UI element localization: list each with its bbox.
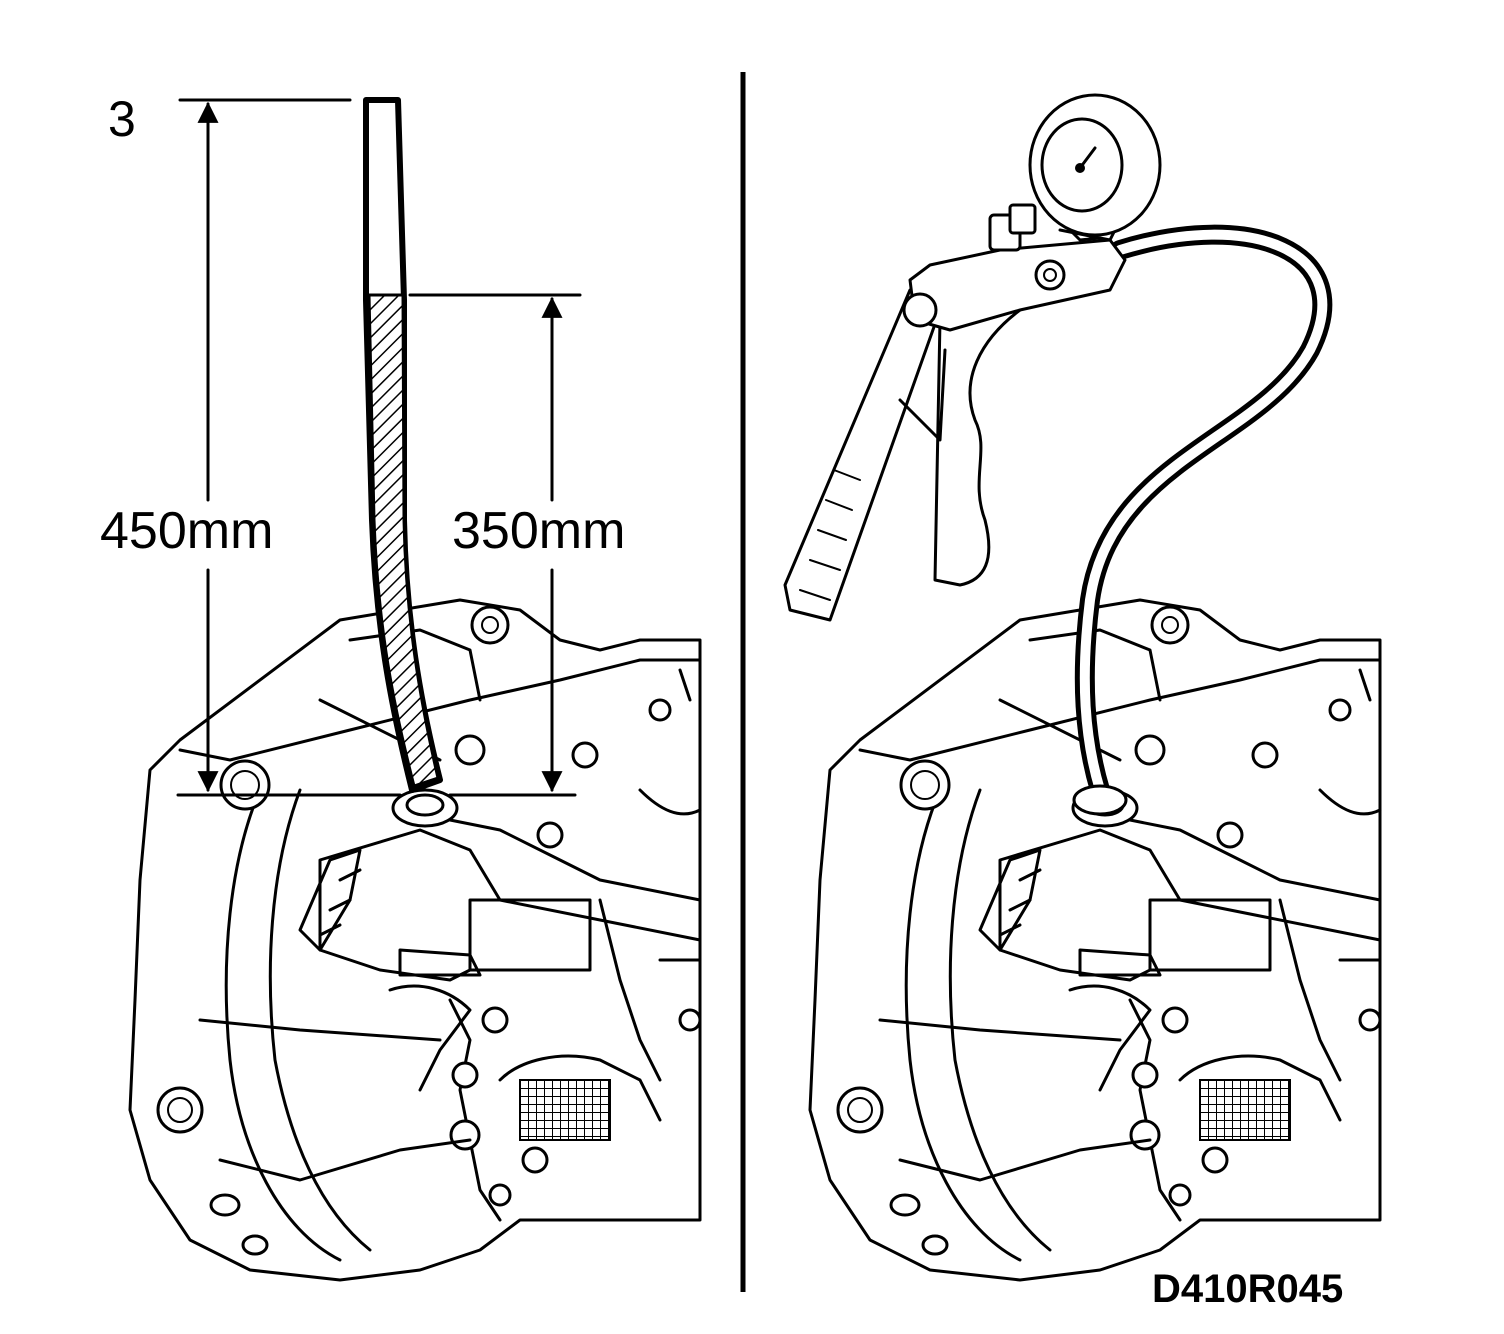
figure-code: D410R045: [1152, 1267, 1343, 1311]
dimension-total: [176, 98, 402, 797]
dimension-total-label: 450mm: [100, 502, 273, 560]
left-panel: 3 450mm 350mm: [100, 91, 702, 1282]
dimension-fluid-label: 350mm: [452, 502, 625, 560]
dimension-fluid: [408, 293, 582, 797]
callout-number: 3: [108, 91, 136, 147]
vacuum-pump-icon: [783, 93, 1162, 622]
fluid-column: [367, 293, 440, 788]
right-panel: D410R045: [783, 93, 1382, 1311]
fill-tube: [363, 97, 443, 793]
